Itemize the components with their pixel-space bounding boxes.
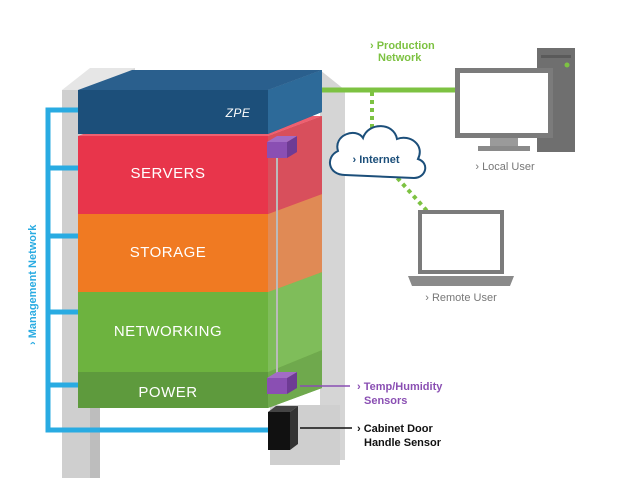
- cabinet-door-label-1: › Cabinet Door: [357, 423, 433, 435]
- cabinet-door-label-2: Handle Sensor: [364, 437, 442, 449]
- internet-label: › Internet: [352, 154, 399, 166]
- temp-humidity-label-2: Sensors: [364, 395, 407, 407]
- internet-cloud-icon: › Internet: [329, 125, 427, 180]
- temp-humidity-label-1: › Temp/Humidity: [357, 381, 443, 393]
- sensor-cube-top: [267, 136, 297, 158]
- servers-label: SERVERS: [131, 165, 206, 182]
- zpe-unit: ZPE: [78, 70, 322, 134]
- management-network-lines: [45, 107, 270, 433]
- cabinet-door-sensor: [268, 406, 298, 450]
- power-label: POWER: [138, 384, 197, 401]
- sensor-cube-bottom: [267, 372, 297, 394]
- production-network-label-2: Network: [378, 52, 422, 64]
- laptop-icon: [408, 210, 514, 286]
- production-network-label-1: › Production: [370, 40, 435, 52]
- desktop-computer-icon: [455, 48, 575, 152]
- management-network-label: › Management Network: [27, 224, 39, 345]
- remote-user-label: › Remote User: [425, 292, 497, 304]
- cloud-downlink-dotted: [390, 170, 430, 214]
- zpe-logo: ZPE: [225, 106, 251, 120]
- networking-label: NETWORKING: [114, 323, 222, 340]
- local-user-label: › Local User: [475, 161, 535, 173]
- storage-label: STORAGE: [130, 244, 207, 261]
